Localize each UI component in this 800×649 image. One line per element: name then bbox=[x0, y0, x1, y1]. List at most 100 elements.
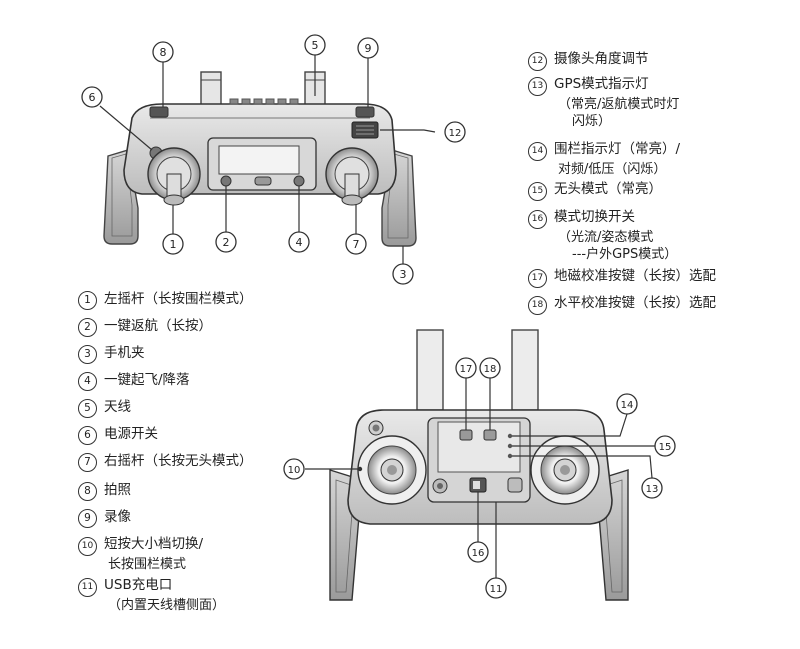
legend-num: 10 bbox=[78, 537, 97, 556]
legend-item-3: 3 手机夹 bbox=[78, 344, 145, 364]
callout-17 bbox=[455, 357, 477, 379]
legend-text: 电源开关 bbox=[104, 426, 158, 442]
callout-15-text: 15 bbox=[659, 442, 672, 453]
callout-16-text: 16 bbox=[472, 548, 485, 559]
callout-7 bbox=[345, 233, 367, 255]
callout-3-text: 3 bbox=[400, 268, 407, 281]
callout-5 bbox=[304, 34, 326, 56]
legend-subtext-2: 闪烁） bbox=[572, 114, 612, 129]
legend-text: 短按大小档切换/ bbox=[104, 536, 204, 552]
legend-num: 5 bbox=[78, 399, 97, 418]
legend-item-13: 13 GPS模式指示灯 （常亮/返航模式时灯 闪烁） bbox=[528, 75, 679, 130]
legend-item-7: 7 右摇杆（长按无头模式） bbox=[78, 452, 253, 472]
callout-17-text: 17 bbox=[460, 364, 473, 375]
legend-text: 拍照 bbox=[104, 482, 131, 498]
legend-num: 3 bbox=[78, 345, 97, 364]
legend-num: 15 bbox=[528, 182, 547, 201]
legend-text: 无头模式（常亮） bbox=[554, 181, 662, 197]
callout-10 bbox=[283, 458, 305, 480]
callout-16 bbox=[467, 541, 489, 563]
callout-13-text: 13 bbox=[646, 484, 659, 495]
legend-item-12: 12 摄像头角度调节 bbox=[528, 50, 649, 71]
callout-7-text: 7 bbox=[353, 238, 360, 251]
callout-14 bbox=[616, 393, 638, 415]
callout-14-text: 14 bbox=[621, 400, 634, 411]
callout-18 bbox=[479, 357, 501, 379]
legend-item-10: 10 短按大小档切换/ 长按围栏模式 bbox=[78, 535, 203, 573]
legend-num: 17 bbox=[528, 269, 547, 288]
legend-text: USB充电口 bbox=[104, 577, 173, 593]
callout-8 bbox=[152, 41, 174, 63]
legend-item-8: 8 拍照 bbox=[78, 481, 131, 501]
callout-12 bbox=[444, 121, 466, 143]
legend-text: GPS模式指示灯 bbox=[554, 76, 649, 92]
legend-item-6: 6 电源开关 bbox=[78, 425, 158, 445]
legend-text: 围栏指示灯（常亮）/ bbox=[554, 141, 681, 157]
controller-front-view bbox=[329, 329, 629, 601]
callout-13 bbox=[641, 477, 663, 499]
callout-3 bbox=[392, 263, 414, 285]
legend-num: 2 bbox=[78, 318, 97, 337]
legend-item-4: 4 一键起飞/降落 bbox=[78, 371, 190, 391]
legend-item-15: 15 无头模式（常亮） bbox=[528, 180, 662, 201]
legend-item-17: 17 地磁校准按键（长按）选配 bbox=[528, 267, 716, 288]
legend-subtext: 对频/低压（闪烁） bbox=[558, 162, 667, 177]
callout-15 bbox=[654, 435, 676, 457]
top-callouts bbox=[81, 34, 466, 285]
callout-8-text: 8 bbox=[160, 46, 167, 59]
callout-6 bbox=[81, 86, 103, 108]
legend-subtext: 长按围栏模式 bbox=[108, 557, 187, 572]
legend-item-18: 18 水平校准按键（长按）选配 bbox=[528, 294, 716, 315]
legend-text: 一键起飞/降落 bbox=[104, 372, 190, 388]
legend-subtext: （光流/姿态模式 bbox=[558, 230, 654, 245]
legend-num: 4 bbox=[78, 372, 97, 391]
callout-6-text: 6 bbox=[89, 91, 96, 104]
legend-text: 右摇杆（长按无头模式） bbox=[104, 453, 253, 469]
bottom-callouts bbox=[283, 357, 676, 599]
legend-text: 模式切换开关 bbox=[554, 209, 635, 225]
legend-num: 18 bbox=[528, 296, 547, 315]
callout-1 bbox=[162, 233, 184, 255]
legend-num: 13 bbox=[528, 77, 547, 96]
legend-item-2: 2 一键返航（长按） bbox=[78, 317, 212, 337]
legend-text: 左摇杆（长按围栏模式） bbox=[104, 291, 253, 307]
legend-item-9: 9 录像 bbox=[78, 508, 131, 528]
legend-num: 1 bbox=[78, 291, 97, 310]
legend-subtext: （内置天线槽侧面） bbox=[108, 598, 226, 613]
bottom-leader-lines bbox=[305, 378, 655, 578]
callout-11 bbox=[485, 577, 507, 599]
callout-1-text: 1 bbox=[170, 238, 177, 251]
callout-11-text: 11 bbox=[490, 584, 503, 595]
callout-4 bbox=[288, 231, 310, 253]
legend-num: 14 bbox=[528, 142, 547, 161]
legend-item-11: 11 USB充电口 （内置天线槽侧面） bbox=[78, 576, 225, 614]
legend-item-1: 1 左摇杆（长按围栏模式） bbox=[78, 290, 253, 310]
callout-18-text: 18 bbox=[484, 364, 497, 375]
callout-4-text: 4 bbox=[296, 236, 303, 249]
legend-text: 一键返航（长按） bbox=[104, 318, 212, 334]
legend-text: 手机夹 bbox=[104, 345, 145, 361]
legend-text: 天线 bbox=[104, 399, 131, 415]
callout-2-text: 2 bbox=[223, 236, 230, 249]
legend-subtext: （常亮/返航模式时灯 bbox=[558, 97, 680, 112]
legend-num: 8 bbox=[78, 482, 97, 501]
legend-num: 12 bbox=[528, 52, 547, 71]
callout-2 bbox=[215, 231, 237, 253]
legend-text: 地磁校准按键（长按）选配 bbox=[554, 268, 716, 284]
callout-5-text: 5 bbox=[312, 39, 319, 52]
legend-num: 6 bbox=[78, 426, 97, 445]
callout-10-text: 10 bbox=[288, 465, 301, 476]
legend-text: 录像 bbox=[104, 509, 131, 525]
legend-text: 摄像头角度调节 bbox=[554, 51, 649, 67]
legend-item-14: 14 围栏指示灯（常亮）/ 对频/低压（闪烁） bbox=[528, 140, 680, 178]
legend-item-5: 5 天线 bbox=[78, 398, 131, 418]
legend-num: 9 bbox=[78, 509, 97, 528]
callout-12-text: 12 bbox=[449, 128, 462, 139]
controller-top-view bbox=[103, 71, 417, 247]
callout-9-text: 9 bbox=[365, 42, 372, 55]
legend-num: 11 bbox=[78, 578, 97, 597]
legend-num: 7 bbox=[78, 453, 97, 472]
legend-text: 水平校准按键（长按）选配 bbox=[554, 295, 716, 311]
